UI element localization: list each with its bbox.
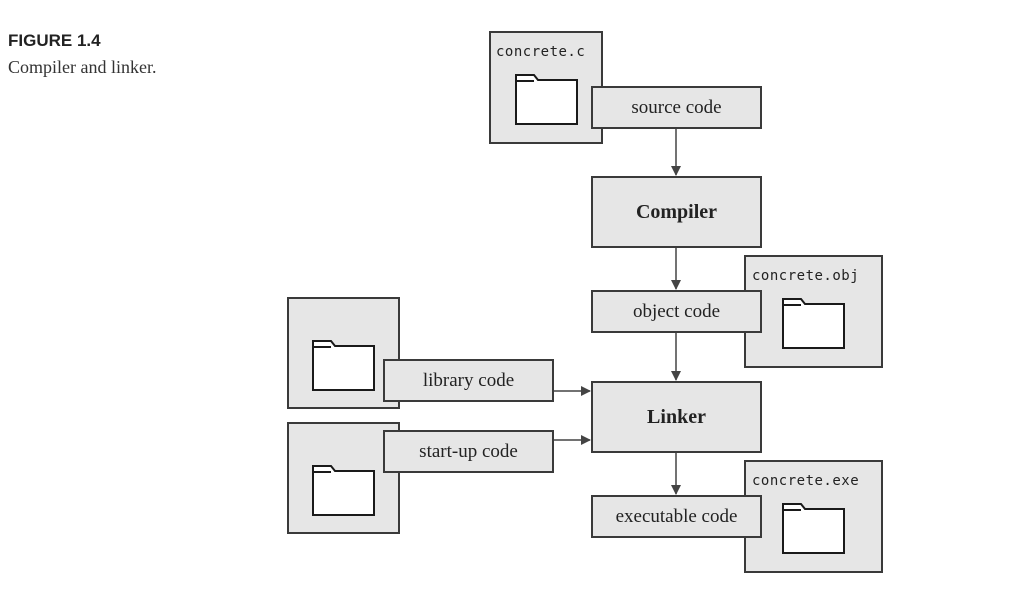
library-code-label: library code	[383, 359, 554, 402]
executable-file-name: concrete.exe	[752, 473, 860, 489]
source-file-name: concrete.c	[496, 44, 586, 60]
compiler-box: Compiler	[591, 176, 762, 248]
linker-box: Linker	[591, 381, 762, 453]
folder-icon	[515, 74, 578, 125]
executable-code-label: executable code	[591, 495, 762, 538]
source-code-label: source code	[591, 86, 762, 129]
figure-caption: Compiler and linker.	[8, 57, 157, 77]
folder-icon	[782, 503, 845, 554]
object-code-label: object code	[591, 290, 762, 333]
startup-code-label: start-up code	[383, 430, 554, 473]
folder-icon	[312, 340, 375, 391]
figure-label: FIGURE 1.4	[8, 31, 101, 50]
folder-icon	[782, 298, 845, 349]
object-file-name: concrete.obj	[752, 268, 860, 284]
folder-icon	[312, 465, 375, 516]
